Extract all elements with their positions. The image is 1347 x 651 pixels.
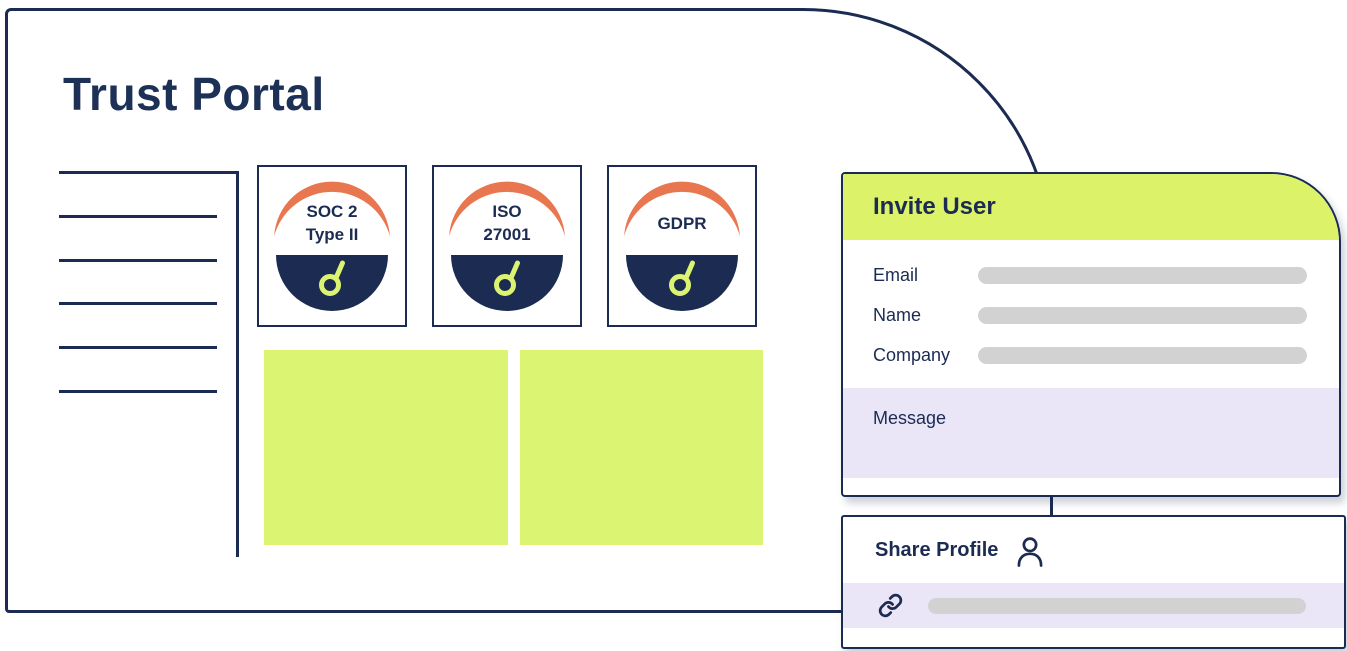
badge-iso-27001[interactable]: ISO 27001 [432, 165, 582, 327]
name-input[interactable] [978, 306, 1307, 324]
badge-line: SOC 2 [306, 202, 358, 221]
share-profile-title: Share Profile [875, 538, 999, 561]
message-label: Message [873, 408, 947, 428]
sidebar-border [236, 171, 239, 557]
badge-line: GDPR [657, 213, 707, 233]
sidebar-item-line [59, 259, 217, 262]
page-title: Trust Portal [63, 68, 325, 120]
badge-label: SOC 2 Type II [259, 195, 405, 251]
email-input[interactable] [978, 266, 1307, 284]
content-tile [264, 350, 508, 545]
sidebar-divider [59, 171, 239, 174]
brand-6-mark-icon [669, 260, 695, 296]
sidebar-item-line [59, 346, 217, 349]
invite-user-title: Invite User [873, 193, 996, 220]
badge-line: Type II [305, 225, 359, 244]
share-link-row [843, 583, 1344, 628]
company-input[interactable] [978, 346, 1307, 364]
company-label: Company [873, 344, 951, 365]
link-icon [878, 593, 903, 618]
share-link-input[interactable] [928, 597, 1306, 614]
invite-user-header: Invite User [843, 174, 1339, 240]
share-profile-header: Share Profile [843, 517, 1344, 583]
badge-seal-icon [449, 181, 565, 311]
badge-soc2-type2[interactable]: SOC 2 Type II [257, 165, 407, 327]
badge-seal-icon [624, 181, 740, 311]
name-field-row: Name [873, 295, 1339, 335]
share-profile-panel: Share Profile [841, 515, 1346, 649]
badge-seal-icon [274, 181, 390, 311]
sidebar-item-line [59, 302, 217, 305]
badge-gdpr[interactable]: GDPR [607, 165, 757, 327]
badge-line: ISO [492, 202, 522, 221]
brand-6-mark-icon [319, 260, 345, 296]
sidebar-item-line [59, 390, 217, 393]
email-field-row: Email [873, 255, 1339, 295]
invite-user-panel: Invite User Email Name Company Message [841, 172, 1341, 497]
email-label: Email [873, 264, 919, 285]
badge-label: GDPR [609, 195, 755, 251]
badge-line: 27001 [483, 225, 531, 244]
user-icon [1017, 537, 1043, 567]
brand-6-mark-icon [494, 260, 520, 296]
message-textarea[interactable]: Message [843, 388, 1339, 478]
invite-user-form: Email Name Company [843, 240, 1339, 375]
content-tile [520, 350, 763, 545]
company-field-row: Company [873, 335, 1339, 375]
name-label: Name [873, 304, 922, 325]
badge-label: ISO 27001 [434, 195, 580, 251]
sidebar-item-line [59, 215, 217, 218]
